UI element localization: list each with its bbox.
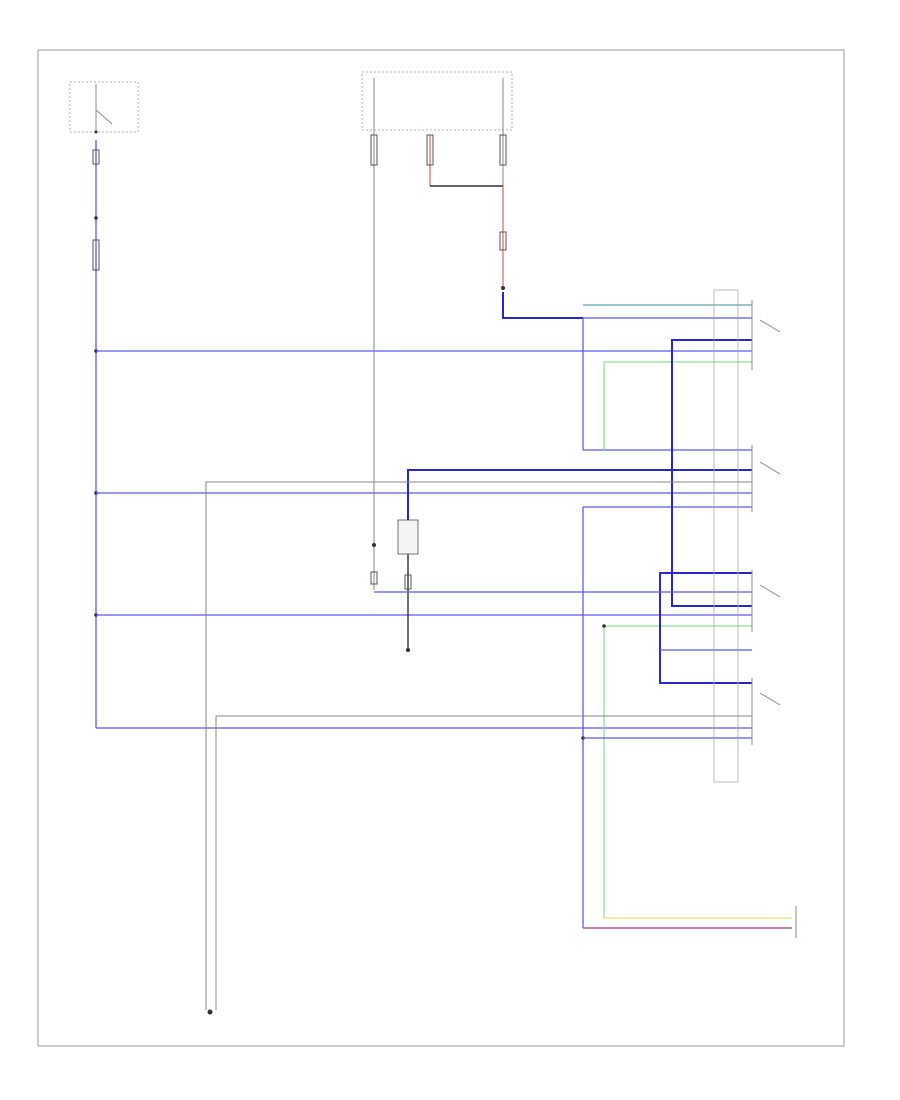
switch-connector-block (713, 289, 781, 783)
switch-feed-wires (96, 350, 752, 729)
ignition-switch (69, 81, 139, 134)
crossover-wires (659, 339, 752, 684)
fuse-relay-box (361, 71, 583, 590)
ground-wires (205, 481, 752, 1015)
distribution-wires (581, 304, 752, 928)
diagram-frame (37, 49, 845, 1047)
centre-relay (370, 469, 752, 652)
left-power-bus (92, 140, 100, 728)
bottom-connector (583, 906, 797, 938)
